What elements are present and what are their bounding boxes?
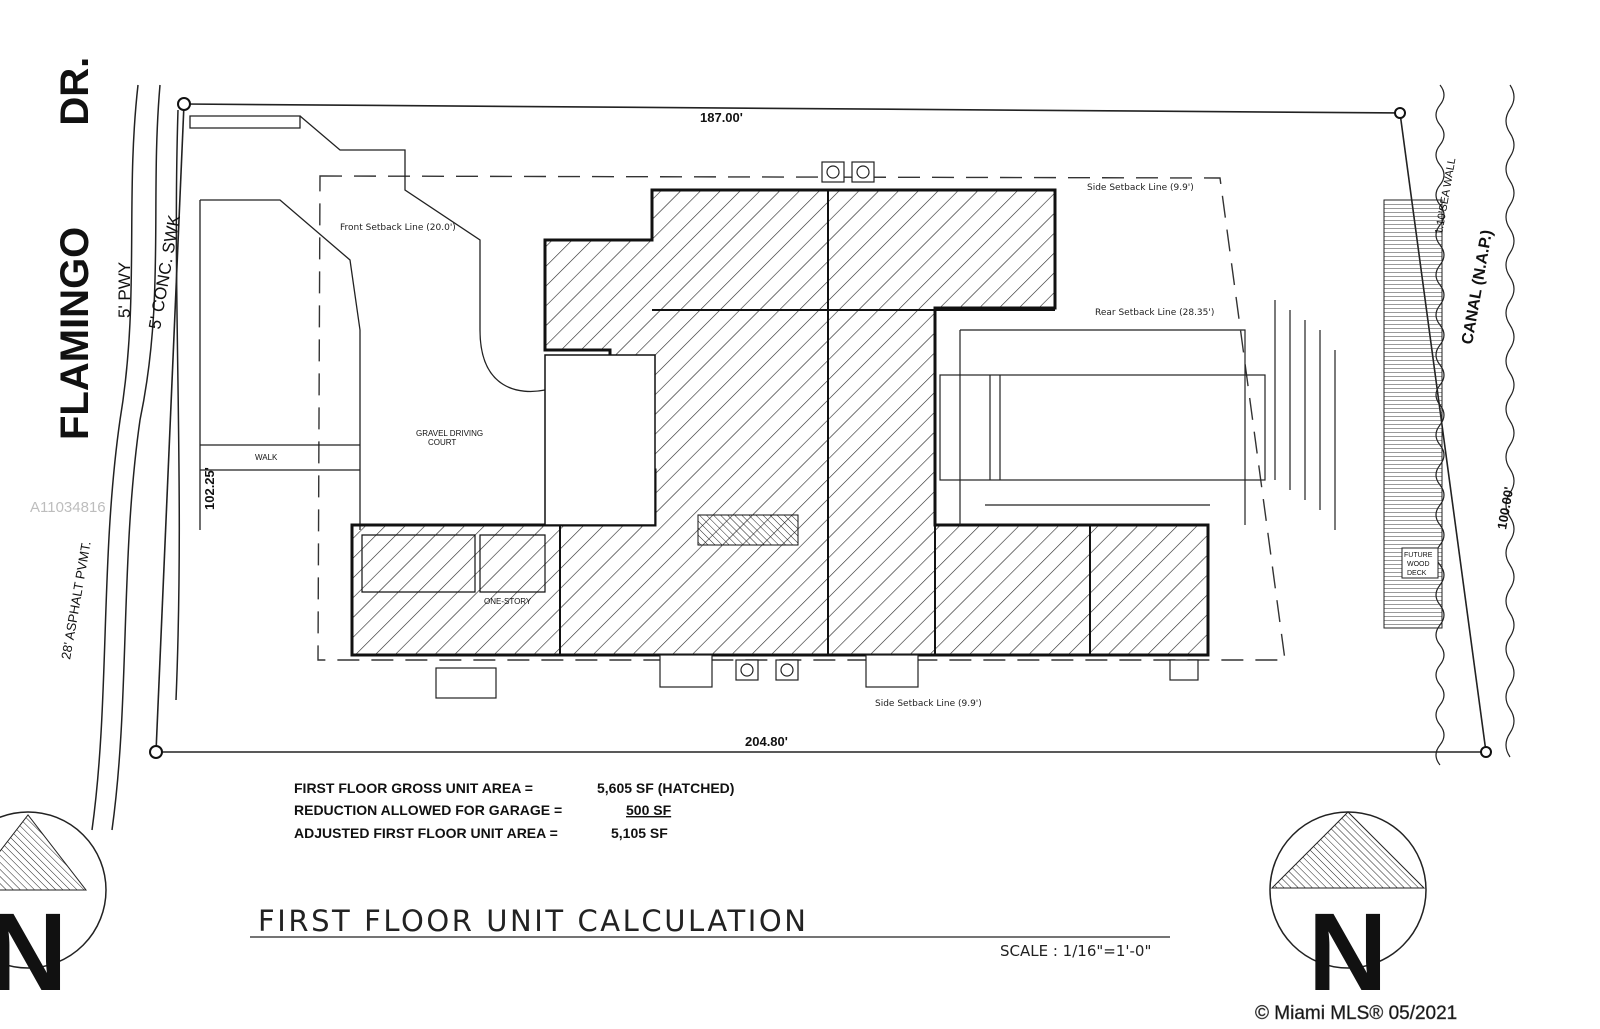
rear-setback-label: Rear Setback Line (28.35') (1095, 308, 1214, 318)
driving-court-label-2: COURT (428, 438, 456, 447)
calc-label-2: REDUCTION ALLOWED FOR GARAGE = (294, 802, 562, 818)
dimension-bottom: 204.80' (745, 734, 788, 749)
deck-label-2: WOOD (1407, 561, 1430, 568)
seawall-label: 1.10'SEA WALL (1433, 157, 1458, 235)
watermark-id: A11034816 (30, 499, 106, 516)
north-arrow-letter-left: N (0, 891, 67, 1014)
dimension-right: 100.00' (1494, 486, 1516, 531)
north-arrow-letter-right: N (1308, 891, 1387, 1014)
deck-label-3: DECK (1407, 570, 1427, 577)
house-footprint (350, 188, 1210, 657)
north-arrow-left (0, 811, 107, 969)
pavement-label: 28' ASPHALT PVMT. (58, 540, 94, 661)
street-edges (91, 84, 181, 831)
dimension-left: 102.25' (202, 467, 217, 510)
ac-units (435, 161, 1199, 699)
calc-value-2: 500 SF (626, 802, 672, 818)
street-name-label: FLAMINGO DR. (53, 57, 97, 440)
pool (939, 300, 1336, 530)
driving-court (189, 115, 546, 530)
side-setback-bottom-label: Side Setback Line (9.9') (875, 699, 982, 709)
sidewalk-label: 5' CONC. SWK (145, 213, 184, 331)
scale-label: SCALE : 1/16"=1'-0" (1000, 942, 1151, 960)
walk-label: WALK (255, 453, 278, 462)
dimension-top: 187.00' (700, 110, 743, 125)
area-calculation: FIRST FLOOR GROSS UNIT AREA = 5,605 SF (… (294, 780, 734, 841)
one-story-label: ONE-STORY (484, 597, 532, 606)
canal-waves-2 (1505, 84, 1515, 758)
front-setback-label: Front Setback Line (20.0') (340, 223, 456, 233)
calc-value-1: 5,605 SF (HATCHED) (597, 780, 734, 796)
side-setback-top-label: Side Setback Line (9.9') (1087, 183, 1194, 193)
driving-court-label: GRAVEL DRIVING (416, 429, 483, 438)
drawing-title: FIRST FLOOR UNIT CALCULATION (258, 904, 806, 938)
calc-label-3: ADJUSTED FIRST FLOOR UNIT AREA = (294, 825, 558, 841)
parkway-label: 5' PWY (115, 262, 134, 318)
calc-value-3: 5,105 SF (611, 825, 668, 841)
canal-label: CANAL (N.A.P.) (1459, 229, 1496, 346)
watermark-copyright: © Miami MLS® 05/2021 (1255, 1003, 1457, 1024)
calc-label-1: FIRST FLOOR GROSS UNIT AREA = (294, 780, 533, 796)
north-arrow-right (1269, 811, 1427, 969)
property-corner-markers (149, 97, 1492, 759)
deck-label-1: FUTURE (1404, 552, 1433, 559)
